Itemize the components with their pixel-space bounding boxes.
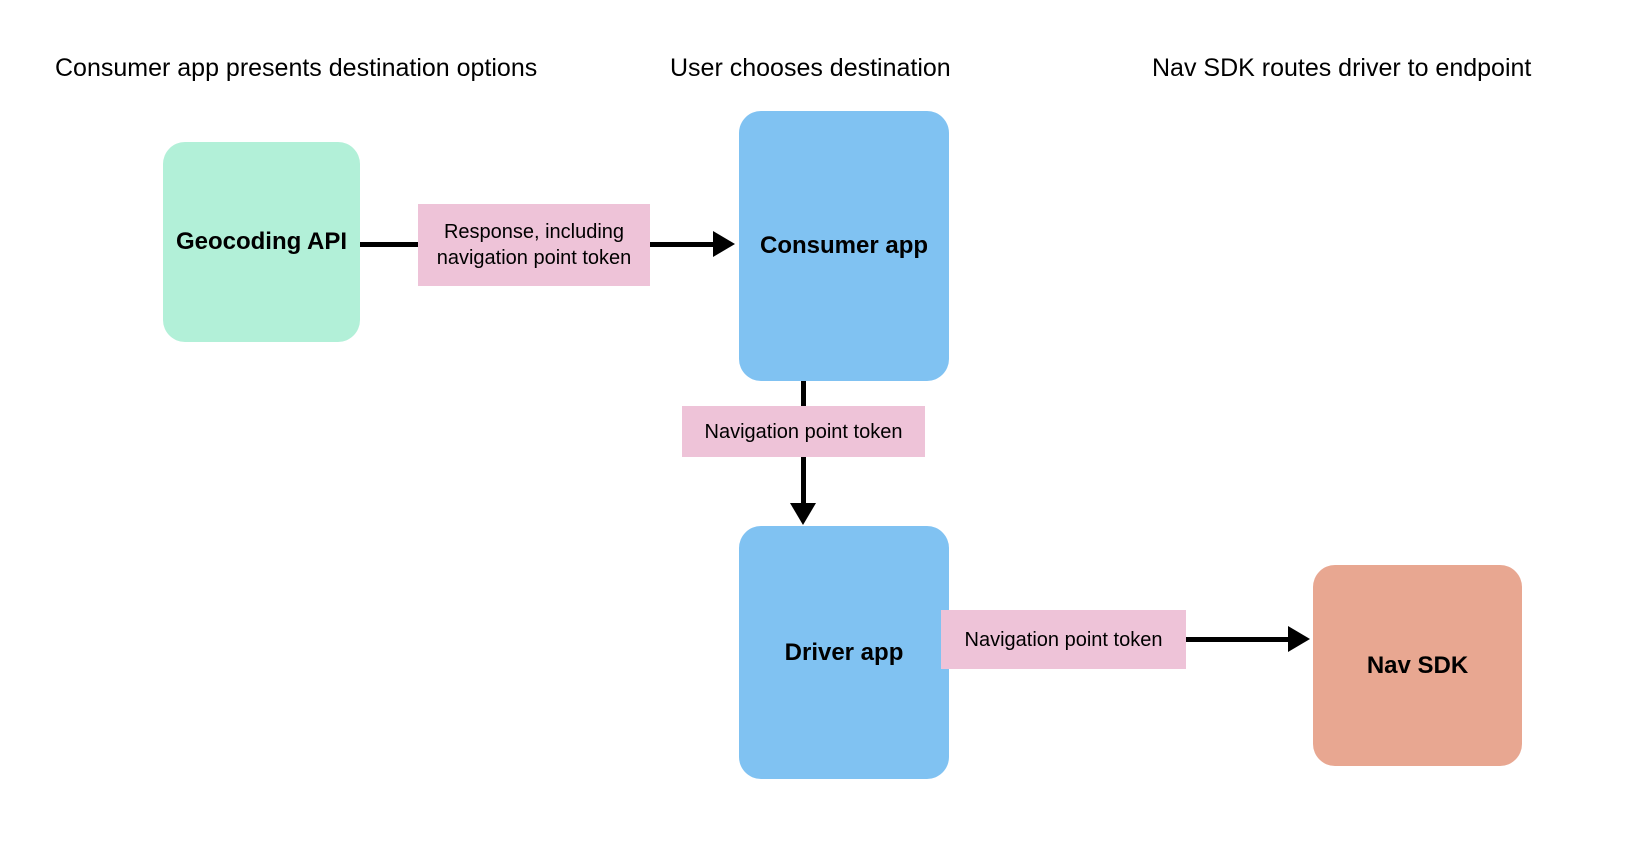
arrowhead-right-icon-navsdk [1288,626,1310,652]
node-geocoding-api-label: Geocoding API [175,228,348,255]
column-heading-user: User chooses destination [670,54,951,82]
edge-label-response-including-navigation-point-token: Response, including navigation point tok… [418,204,650,286]
edge-label-navigation-point-token-horizontal: Navigation point token [941,610,1186,669]
connector-geocoding-to-label [360,242,420,247]
column-heading-consumer: Consumer app presents destination option… [55,54,538,82]
connector-label-to-driver [801,457,806,509]
arrowhead-right-icon-consumer [713,231,735,257]
node-nav-sdk: Nav SDK [1313,565,1522,766]
node-driver-app-label: Driver app [784,638,904,666]
column-heading-navsdk: Nav SDK routes driver to endpoint [1152,54,1532,82]
node-consumer-app-label: Consumer app [759,232,929,259]
node-consumer-app: Consumer app [739,111,949,381]
node-nav-sdk-label: Nav SDK [1366,651,1469,679]
connector-consumer-to-label [801,381,806,409]
connector-label-to-consumer [650,242,722,247]
arrowhead-down-icon-driver [790,503,816,525]
connector-label-to-navsdk [1186,637,1296,642]
edge-label-navigation-point-token-vertical: Navigation point token [682,406,925,457]
node-driver-app: Driver app [739,526,949,779]
node-geocoding-api: Geocoding API [163,142,360,342]
